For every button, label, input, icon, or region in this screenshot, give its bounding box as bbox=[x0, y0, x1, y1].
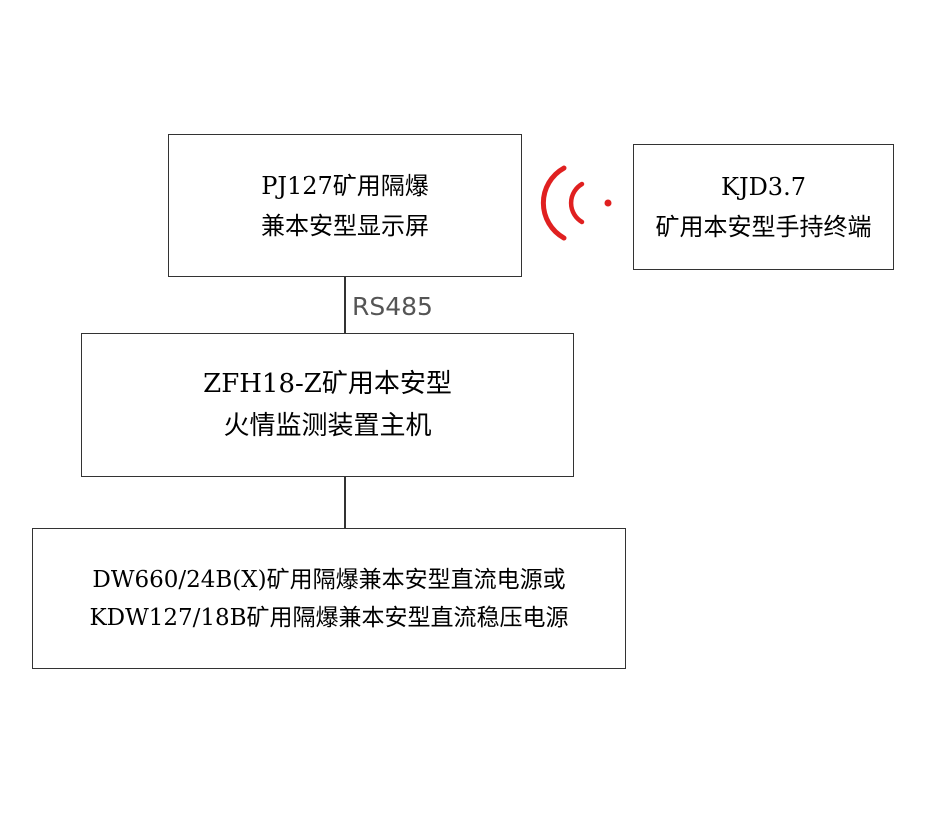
connector-host-power bbox=[344, 477, 346, 528]
power-supply-label-line1: DW660/24B(X)矿用隔爆兼本安型直流电源或 bbox=[92, 566, 566, 593]
monitoring-host-box: ZFH18-Z矿用本安型 火情监测装置主机 bbox=[81, 333, 574, 477]
handheld-terminal-label-line2: 矿用本安型手持终端 bbox=[655, 213, 872, 241]
power-supply-label-line2: KDW127/18B矿用隔爆兼本安型直流稳压电源 bbox=[89, 604, 569, 631]
display-screen-box: PJ127矿用隔爆 兼本安型显示屏 bbox=[168, 134, 522, 277]
rs485-label: RS485 bbox=[352, 292, 433, 321]
monitoring-host-label-line2: 火情监测装置主机 bbox=[223, 411, 432, 441]
connector-display-host bbox=[344, 277, 346, 333]
power-supply-box: DW660/24B(X)矿用隔爆兼本安型直流电源或 KDW127/18B矿用隔爆… bbox=[32, 528, 626, 669]
display-screen-label-line1: PJ127矿用隔爆 bbox=[261, 171, 429, 200]
handheld-terminal-label-line1: KJD3.7 bbox=[721, 173, 806, 201]
handheld-terminal-box: KJD3.7 矿用本安型手持终端 bbox=[633, 144, 894, 270]
monitoring-host-label-line1: ZFH18-Z矿用本安型 bbox=[203, 369, 452, 399]
wireless-signal-icon bbox=[540, 165, 612, 241]
display-screen-label-line2: 兼本安型显示屏 bbox=[261, 211, 429, 240]
